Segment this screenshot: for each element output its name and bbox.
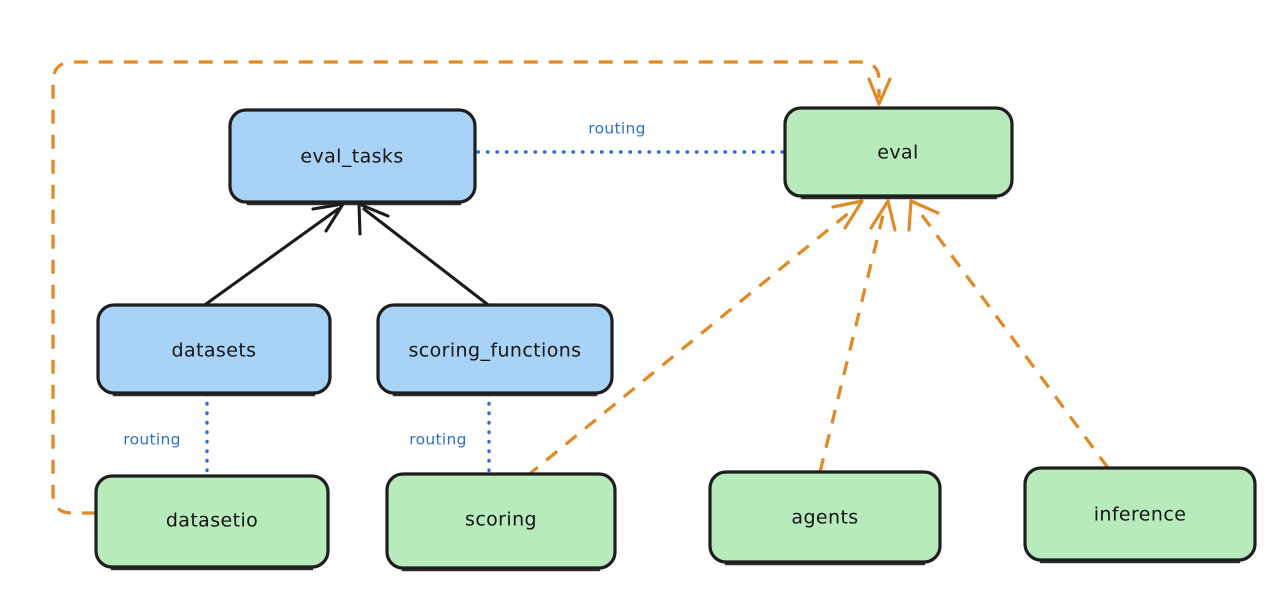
- edge-datasetio-to-eval-line: [51, 60, 881, 515]
- node-agents-label: agents: [791, 507, 858, 529]
- node-scoring-functions-label: scoring_functions: [409, 340, 582, 362]
- edge-label-routing-scoring-functions: routing: [409, 431, 467, 449]
- edge-scoring-to-eval-arrowhead: [831, 199, 864, 230]
- node-datasets[interactable]: datasets: [96, 303, 332, 397]
- edge-agents-to-eval[interactable]: [818, 199, 897, 473]
- edge-scoring-to-eval-line: [525, 205, 858, 478]
- node-scoring-box: [385, 472, 617, 570]
- edge-scoring-functions-to-eval-tasks-line: [362, 207, 489, 306]
- edge-agents-to-eval-line: [818, 206, 887, 473]
- node-eval-tasks-label: eval_tasks: [300, 146, 403, 168]
- node-inference[interactable]: inference: [1023, 466, 1257, 564]
- node-eval[interactable]: eval: [783, 106, 1014, 200]
- node-scoring-functions[interactable]: scoring_functions: [376, 303, 614, 397]
- node-eval-box: [783, 106, 1014, 198]
- node-agents-box: [708, 470, 942, 564]
- edge-inference-to-eval-line: [914, 206, 1110, 469]
- edge-inference-to-eval-arrowhead: [907, 199, 940, 232]
- edge-inference-to-eval[interactable]: [907, 199, 1110, 469]
- routing-edges-group: [205, 150, 786, 476]
- node-eval-tasks[interactable]: eval_tasks: [228, 108, 477, 206]
- node-inference-box: [1023, 466, 1257, 562]
- node-datasets-box: [96, 303, 332, 395]
- edge-labels-group: routing routing routing: [123, 120, 646, 449]
- dependency-edges-group: [51, 60, 1110, 515]
- node-agents[interactable]: agents: [708, 470, 942, 566]
- node-scoring[interactable]: scoring: [385, 472, 617, 572]
- edge-datasets-to-eval-tasks-line: [204, 207, 340, 306]
- node-eval-tasks-box: [228, 108, 477, 204]
- node-datasetio-box: [94, 474, 330, 569]
- node-scoring-functions-box: [376, 303, 614, 395]
- edge-agents-to-eval-arrowhead: [869, 199, 897, 232]
- node-eval-label: eval: [877, 142, 918, 164]
- edge-datasetio-to-eval[interactable]: [51, 60, 892, 515]
- node-datasets-label: datasets: [172, 340, 257, 362]
- node-inference-label: inference: [1094, 504, 1187, 526]
- edge-label-routing-datasets: routing: [123, 431, 181, 449]
- node-datasetio[interactable]: datasetio: [94, 474, 330, 571]
- edge-datasets-to-eval-tasks[interactable]: [204, 202, 345, 306]
- node-scoring-label: scoring: [465, 509, 537, 531]
- solid-edges-group: [204, 202, 489, 306]
- edge-datasetio-to-eval-arrowhead: [867, 77, 892, 106]
- edge-scoring-functions-to-eval-tasks[interactable]: [357, 202, 489, 306]
- edge-scoring-to-eval[interactable]: [525, 199, 864, 478]
- edge-label-routing-eval-tasks: routing: [588, 120, 646, 138]
- node-datasetio-label: datasetio: [166, 510, 258, 532]
